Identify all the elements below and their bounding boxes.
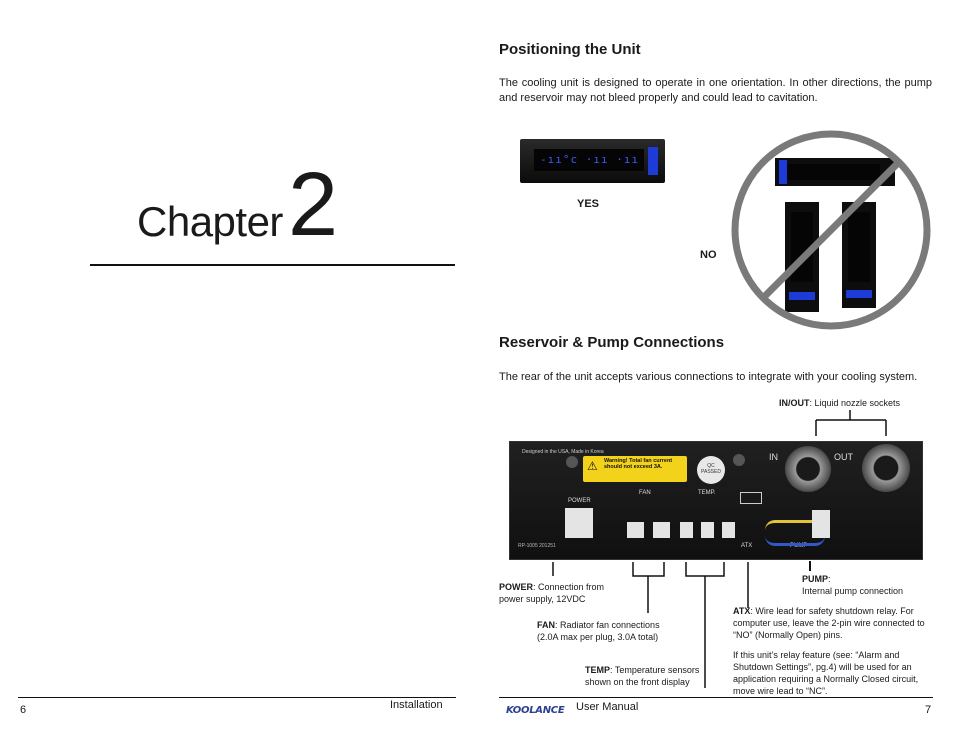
fan-connector-1 bbox=[627, 522, 644, 538]
in-nozzle-socket bbox=[785, 446, 831, 492]
footer-manual-title: User Manual bbox=[576, 701, 639, 713]
inout-bracket bbox=[815, 410, 887, 436]
panel-in-label: IN bbox=[769, 452, 778, 462]
inout-callout: IN/OUT: Liquid nozzle sockets bbox=[779, 398, 901, 408]
rear-panel-photo: Designed in the USA, Made in Korea ⚠ War… bbox=[509, 441, 923, 560]
footer-rule-right bbox=[499, 697, 933, 698]
pump-leader bbox=[809, 561, 811, 571]
panel-out-label: OUT bbox=[834, 452, 853, 462]
section-title-connections: Reservoir & Pump Connections bbox=[499, 334, 725, 351]
temp-connector-1 bbox=[680, 522, 693, 538]
fan-connector-2 bbox=[653, 522, 670, 538]
atx-callout: ATX: Wire lead for safety shutdown relay… bbox=[733, 606, 925, 640]
warning-text: Warning! Total fan current should not ex… bbox=[604, 458, 673, 470]
yes-label: YES bbox=[577, 198, 600, 210]
unit-horizontal-photo: -ıı°c ·ıı ·ıı bbox=[520, 139, 665, 183]
panel-fan-label: FAN bbox=[639, 490, 651, 496]
chapter-number: 2 bbox=[288, 155, 339, 255]
qc-sticker bbox=[697, 456, 725, 484]
prohibited-orientations-figure bbox=[731, 130, 931, 330]
qc-text: QC PASSED bbox=[701, 463, 721, 475]
screw-left bbox=[566, 456, 578, 468]
pump-connector bbox=[812, 510, 830, 538]
footer-section-title: Installation bbox=[390, 699, 443, 711]
warning-sticker bbox=[583, 456, 687, 482]
panel-power-label: POWER bbox=[568, 498, 591, 504]
panel-model-label: RP-1005 201251 bbox=[518, 543, 556, 549]
prohibition-circle-icon bbox=[731, 130, 931, 330]
section-title-positioning: Positioning the Unit bbox=[499, 41, 641, 58]
atx-pins bbox=[740, 492, 762, 504]
fan-callout: FAN: Radiator fan connections (2.0A max … bbox=[537, 620, 660, 642]
panel-temp-label: TEMP. bbox=[698, 490, 716, 496]
temp-connector-2 bbox=[701, 522, 714, 538]
positioning-paragraph: The cooling unit is designed to operate … bbox=[499, 77, 932, 104]
footer-rule-left bbox=[18, 697, 456, 698]
chapter-word: Chapter bbox=[137, 198, 283, 245]
pump-wires bbox=[765, 520, 825, 546]
page-number-right: 7 bbox=[925, 704, 932, 716]
page-number-left: 6 bbox=[20, 704, 27, 716]
temp-callout: TEMP: Temperature sensors shown on the f… bbox=[585, 665, 700, 687]
connections-paragraph: The rear of the unit accepts various con… bbox=[499, 371, 918, 383]
panel-designed-text: Designed in the USA, Made in Korea bbox=[522, 449, 604, 455]
atx-note: If this unit’s relay feature (see: “Alar… bbox=[733, 650, 919, 696]
no-label: NO bbox=[700, 249, 717, 261]
koolance-logo: KOOLANCE bbox=[506, 705, 565, 716]
panel-pump-label: PUMP bbox=[790, 543, 808, 549]
chapter-divider bbox=[90, 264, 455, 266]
power-callout: POWER: Connection from power supply, 12V… bbox=[499, 582, 605, 604]
screw-right bbox=[733, 454, 745, 466]
out-nozzle-socket bbox=[862, 444, 910, 492]
temp-connector-3 bbox=[722, 522, 735, 538]
prohibition-slash bbox=[760, 159, 902, 301]
warning-icon: ⚠ bbox=[587, 459, 598, 473]
panel-atx-label: ATX bbox=[741, 543, 753, 549]
power-connector bbox=[565, 508, 593, 538]
pump-callout: PUMP:Internal pump connection bbox=[802, 574, 904, 596]
callout-leaders bbox=[552, 562, 749, 688]
